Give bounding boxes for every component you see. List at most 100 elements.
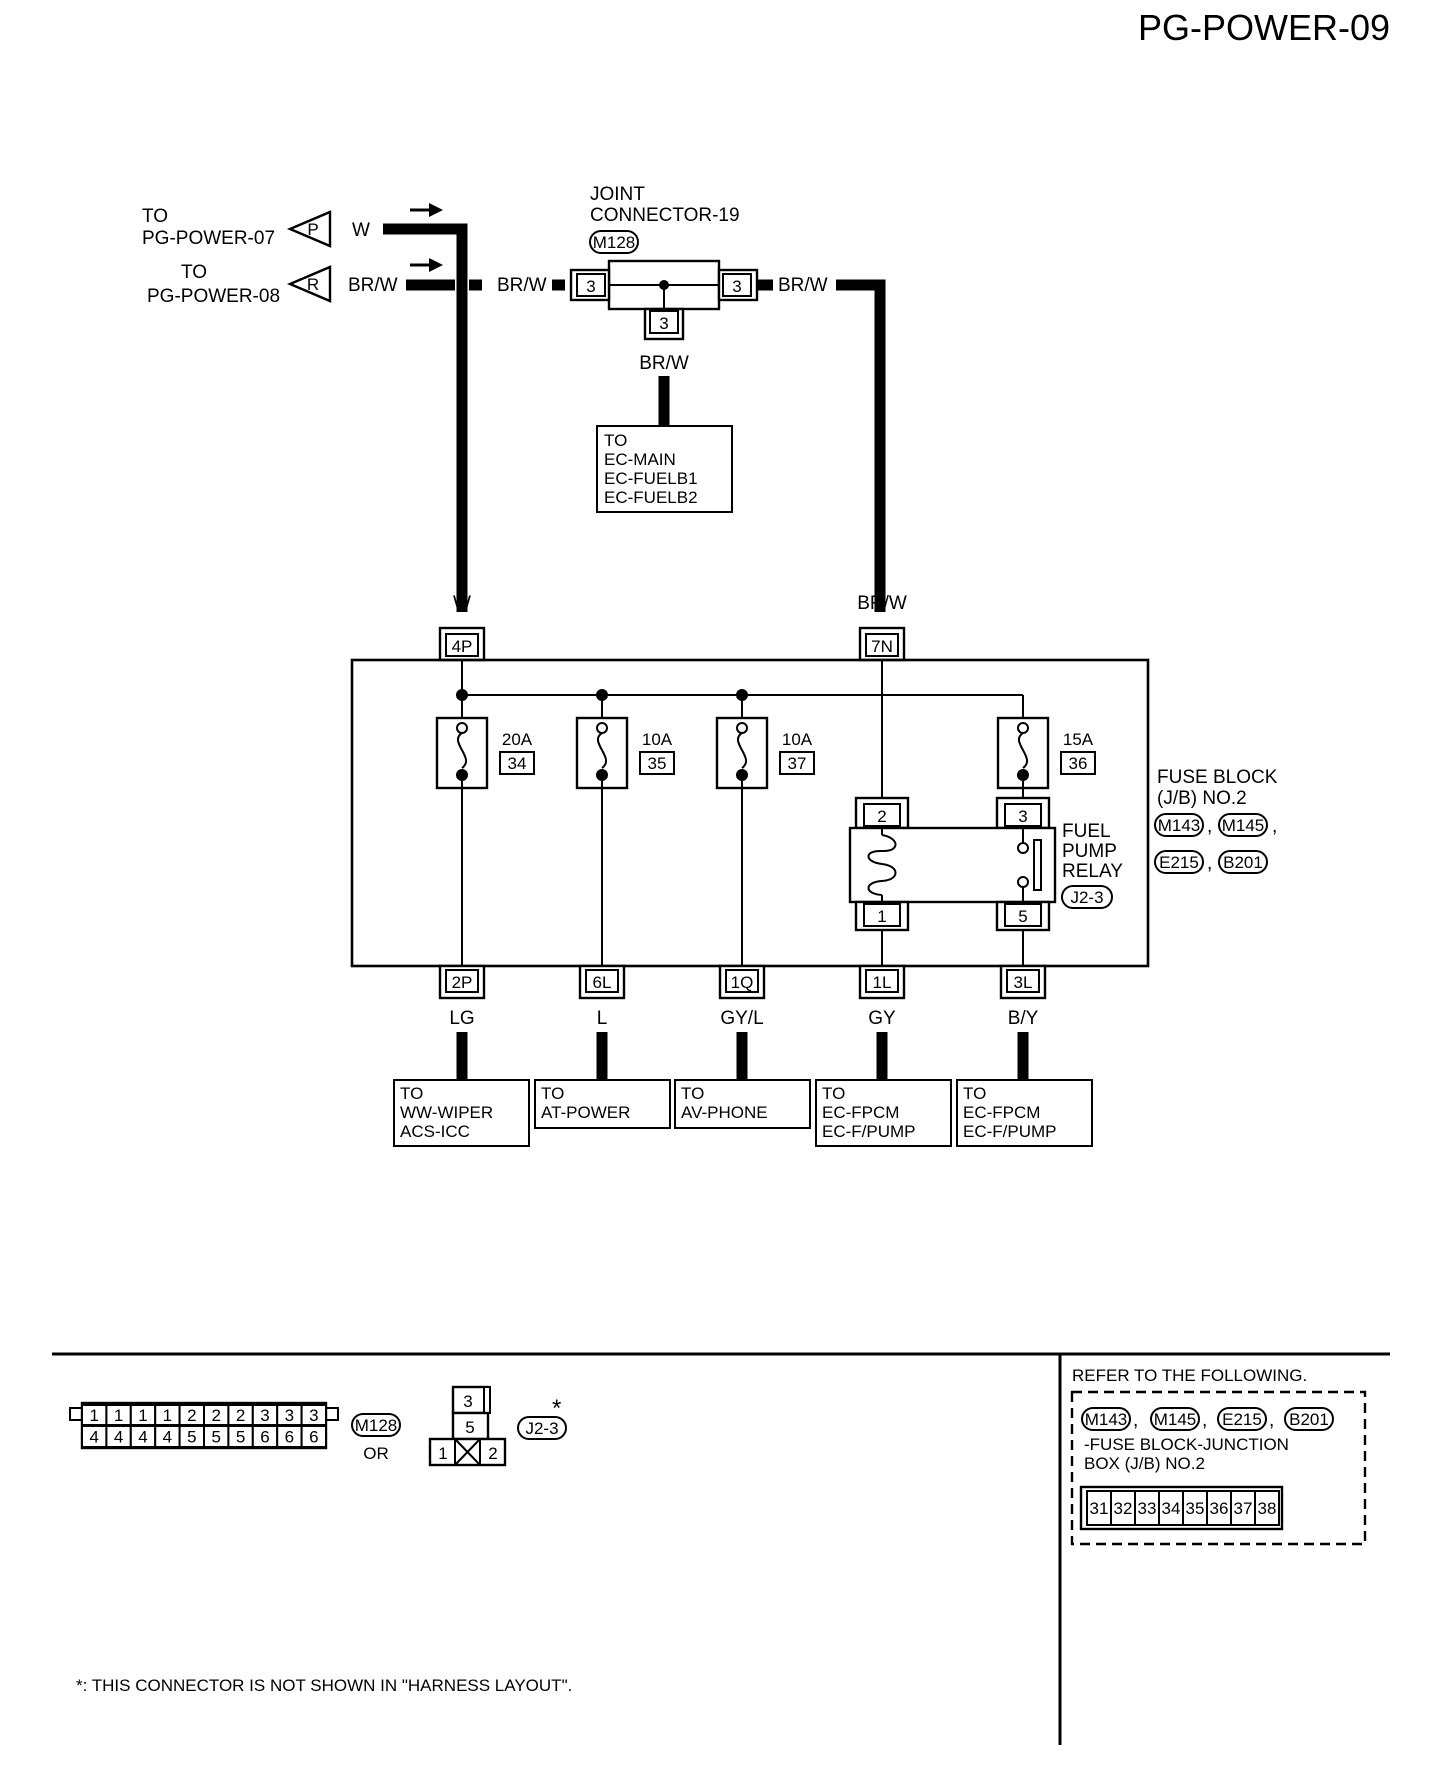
wire-color-label: BR/W [639,353,689,374]
relay-name: PUMP [1062,841,1117,862]
fuse-slot [1230,1490,1256,1526]
fuse-35[interactable]: 10A 35 [575,716,675,790]
relay-name: FUEL [1062,821,1111,842]
joint-connector-title: CONNECTOR-19 [590,205,740,226]
dest-line: ACS-ICC [400,1122,470,1141]
pin-cell-label: 6 [285,1428,294,1447]
refer-dashed-box [1070,1390,1367,1546]
dest-line: EC-F/PUMP [963,1122,1057,1141]
relay-pin: 3 [1018,807,1027,826]
page-id: PG-POWER-09 [1138,7,1390,48]
dest-line: EC-F/PUMP [822,1122,916,1141]
fuse-slot-label: 31 [1090,1499,1109,1518]
relay-switch-icon [1033,839,1042,891]
pin-cell-label: 6 [309,1428,318,1447]
joint-connector-title: JOINT [590,184,645,205]
wire-color-label: BR/W [778,275,828,296]
source-to-label: TO [142,206,168,227]
dest-line: AT-POWER [541,1103,630,1122]
connector-code: J2-3 [525,1419,558,1438]
source-pg-power-07[interactable]: TO PG-POWER-07 P W [142,206,370,249]
terminal-1l[interactable]: 1L [858,964,906,1000]
fuse-34[interactable]: 20A 34 [435,716,535,790]
source-ref-label: PG-POWER-08 [147,286,280,307]
source-marker-letter: P [307,220,318,239]
source-pg-power-08[interactable]: TO PG-POWER-08 R BR/W [147,262,398,307]
flow-arrow-icon [410,203,443,217]
terminal-4p[interactable]: 4P [438,626,486,662]
pin-number: 3 [463,1392,472,1411]
terminal-6l[interactable]: 6L [578,964,626,1000]
bus-junction-dot [736,689,748,701]
terminal-3l[interactable]: 3L [999,964,1047,1000]
relay-body [848,826,1057,904]
fuse-block-caption[interactable]: FUSE BLOCK (J/B) NO.2 M143 , M145 , E215… [1154,767,1278,874]
fuse-rating: 20A [502,730,533,749]
dest-line: AV-PHONE [681,1103,768,1122]
dest-ww-wiper[interactable]: TO WW-WIPER ACS-ICC [393,1079,530,1147]
fuse-slot-label: 38 [1258,1499,1277,1518]
terminal-2p[interactable]: 2P [438,964,486,1000]
relay-pin: 2 [877,807,886,826]
pin-cell-label: 5 [211,1428,220,1447]
terminal-1q[interactable]: 1Q [718,964,766,1000]
fuse-number: 35 [648,754,667,773]
pin-cell-label: 4 [89,1428,98,1447]
fuse-rating: 15A [1063,730,1094,749]
footnote: *: THIS CONNECTOR IS NOT SHOWN IN "HARNE… [76,1676,572,1695]
dest-line: EC-FPCM [963,1103,1040,1122]
connector-face-j2-3[interactable]: 3 5 1 2 J2-3 * [428,1385,567,1467]
joint-connector-19[interactable]: JOINT CONNECTOR-19 M128 3 3 3 [569,184,759,341]
dest-line: TO [822,1084,845,1103]
ec-destination-line: TO [604,431,627,450]
wire-color-label: W [453,593,471,614]
relay-coil-icon [867,834,897,896]
svg-text:,: , [1207,853,1212,874]
wire-brw-right [836,279,886,612]
wire-color-label: B/Y [1008,1008,1039,1029]
svg-text:,: , [1269,1410,1274,1431]
terminal-7n[interactable]: 7N [858,626,906,662]
fuse-slot-label: 37 [1234,1499,1253,1518]
pin-number: 3 [659,314,668,333]
dest-line: WW-WIPER [400,1103,493,1122]
fuse-rating: 10A [782,730,813,749]
dest-line: TO [541,1084,564,1103]
dest-av-phone[interactable]: TO AV-PHONE [674,1079,811,1129]
terminal-label: 1L [873,973,892,992]
dest-at-power[interactable]: TO AT-POWER [534,1079,671,1129]
connector-code: M128 [593,233,636,252]
pin-cell-label: 4 [163,1428,172,1447]
fuse-number: 34 [508,754,527,773]
fuse-slot-label: 32 [1114,1499,1133,1518]
pin-cell-label: 1 [163,1406,172,1425]
fuse-block-code: M145 [1222,816,1265,835]
fuse-37[interactable]: 10A 37 [715,716,815,790]
fuse-block-title: FUSE BLOCK [1157,767,1278,788]
ec-destination-box[interactable] [596,425,733,513]
dest-ec-fpcm-2[interactable]: TO EC-FPCM EC-F/PUMP [956,1079,1093,1147]
flow-arrow-icon [410,258,443,272]
pin-number: 3 [732,277,741,296]
refer-code: M145 [1154,1410,1197,1429]
terminal-label: 1Q [731,973,754,992]
pin-cell-label: 1 [138,1406,147,1425]
fuse-36[interactable]: 15A 36 [996,716,1096,790]
source-to-label: TO [181,262,207,283]
pin-cell-label: 2 [187,1406,196,1425]
terminal-label: 3L [1014,973,1033,992]
source-marker-letter: R [307,275,319,294]
wire-color-label: BR/W [497,275,547,296]
wire-color-label: GY [868,1008,896,1029]
fuse-slot-label: 33 [1138,1499,1157,1518]
terminal-label: 4P [452,637,473,656]
refer-section[interactable]: REFER TO THE FOLLOWING. M143 , M145 , E2… [1070,1366,1367,1546]
relay-name: RELAY [1062,861,1123,882]
fuse-block-title: (J/B) NO.2 [1157,788,1247,809]
fuel-pump-relay[interactable]: 2 3 1 5 FUEL PUMP RELAY J2-3 [848,796,1123,932]
dest-ec-fpcm-1[interactable]: TO EC-FPCM EC-F/PUMP [815,1079,952,1147]
terminal-label: 7N [871,637,893,656]
fuse-slot [1254,1490,1280,1526]
